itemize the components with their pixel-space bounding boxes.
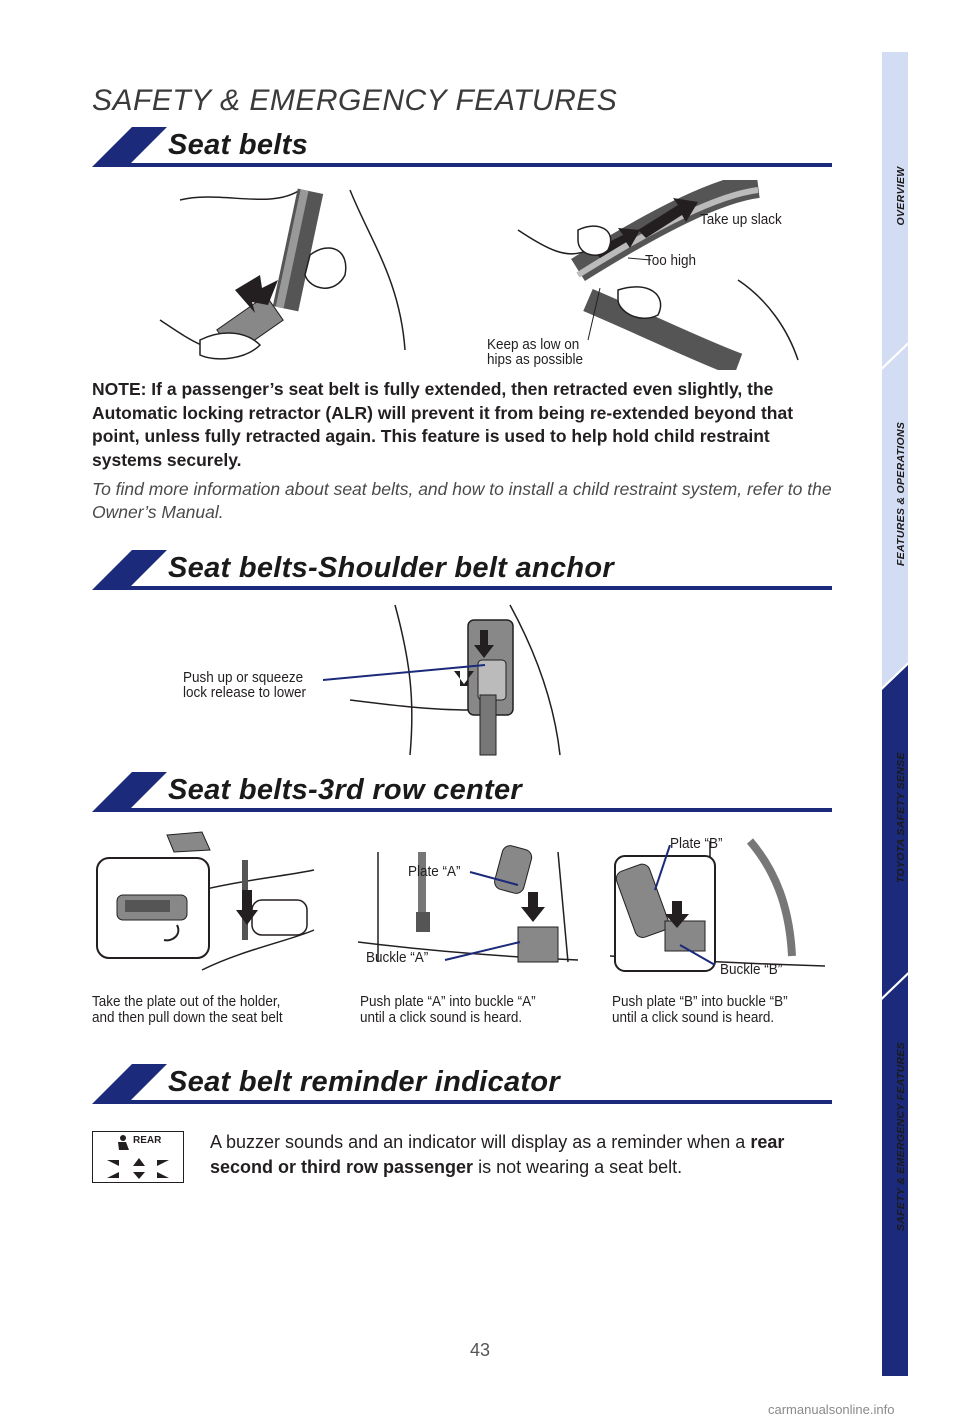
third-row-step3-illustration [610,838,825,972]
sidebar-item-safety-emergency[interactable]: SAFETY & EMERGENCY FEATURES [895,1042,907,1231]
callout-too-high: Too high [645,252,697,269]
sidebar-tabs [882,52,908,1376]
page-header: SAFETY & EMERGENCY FEATURES [92,84,618,117]
alr-note: NOTE: If a passenger’s seat belt is full… [92,379,794,470]
tab-tss-bg [882,665,908,997]
reminder-text-end: is not wearing a seat belt. [473,1157,683,1177]
section-title: Seat belts [168,129,308,161]
owners-manual-reference: To find more information about seat belt… [92,479,832,522]
section-title: Seat belt reminder indicator [168,1066,560,1098]
watermark: carmanualsonline.info [768,1402,895,1417]
callout-leader-shoulder [323,664,486,681]
seat-belt-buckling-illustration [159,188,406,360]
section-title: Seat belts-3rd row center [168,774,522,806]
callout-push-up-squeeze: Push up or squeeze lock release to lower [183,669,307,701]
section-bar-reminder: Seat belt reminder indicator [92,1060,832,1104]
section-bar-seat-belts: Seat belts [92,123,832,167]
callout-leaders-step3 [654,845,716,966]
third-row-step1-illustration [96,831,315,971]
section-bar-graphic [92,1064,832,1104]
page-number: 43 [469,1340,491,1360]
callout-leaders-step2 [444,871,521,961]
sidebar-item-toyota-safety-sense[interactable]: TOYOTA SAFETY SENSE [895,752,907,883]
seat-belt-adjust-illustration [517,180,799,370]
tab-features-bg [882,345,908,687]
seatbelt-reminder-icon [107,1135,169,1179]
shoulder-anchor-illustration [350,604,561,756]
section-bar-graphic [92,550,832,590]
rear-seatbelt-indicator: REAR [92,1131,184,1183]
callout-buckle-b: Buckle “B” [720,961,783,978]
callout-plate-b: Plate “B” [670,835,723,852]
section-title: Seat belts-Shoulder belt anchor [168,552,614,584]
reminder-text-start: A buzzer sounds and an indicator will di… [210,1132,751,1152]
tab-overview-bg [882,52,908,367]
section-bar-third-row: Seat belts-3rd row center [92,768,832,812]
callout-take-up-slack: Take up slack [700,211,782,228]
section-bar-shoulder-anchor: Seat belts-Shoulder belt anchor [92,546,832,590]
callout-buckle-a: Buckle “A” [366,949,429,966]
caption-step1: Take the plate out of the holder, and th… [92,993,283,1026]
caption-step3: Push plate “B” into buckle “B” until a c… [612,993,788,1026]
indicator-label: REAR [133,1135,162,1146]
sidebar-item-features-operations[interactable]: FEATURES & OPERATIONS [895,421,907,566]
tab-safety-bg [882,975,908,1376]
section-bar-graphic [92,772,832,812]
sidebar-item-overview[interactable]: OVERVIEW [895,166,907,226]
reminder-text-bold: rear second or third row passenger [210,1132,785,1177]
callout-keep-low: Keep as low on hips as possible [487,336,584,368]
callout-plate-a: Plate “A” [408,863,461,880]
reminder-description: A buzzer sounds and an indicator will di… [210,1130,830,1180]
section-bar-graphic [92,127,832,167]
caption-step2: Push plate “A” into buckle “A” until a c… [360,993,536,1026]
